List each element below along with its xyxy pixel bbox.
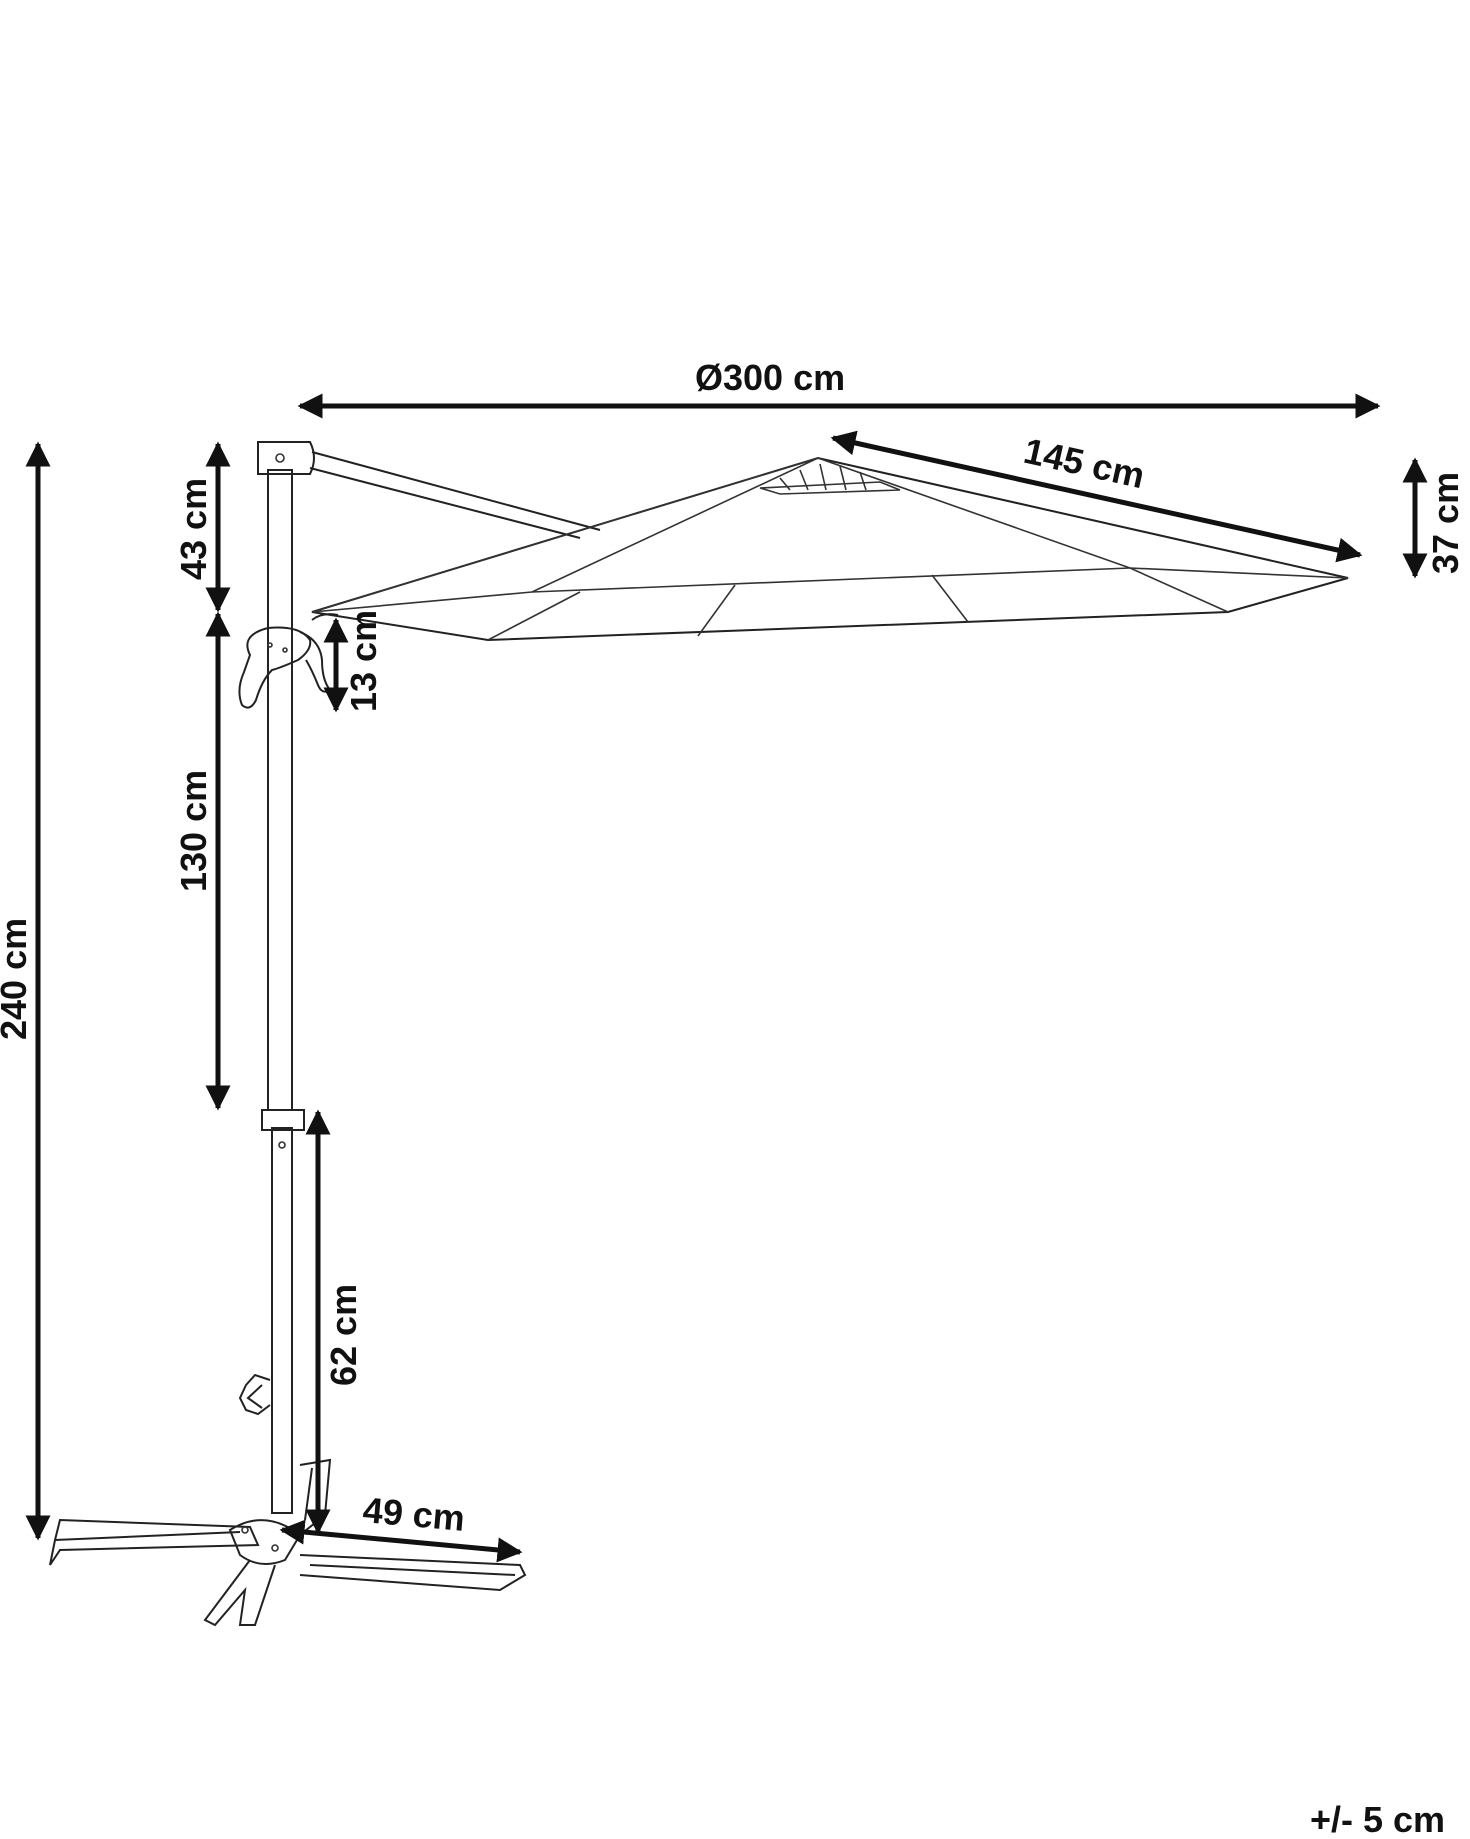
label-crank-size: 13 cm [343,610,384,712]
label-upper-pole: 130 cm [173,770,214,892]
dimension-lines [25,393,1428,1563]
label-base-width: 49 cm [361,1489,466,1539]
label-clearance: 43 cm [173,478,214,580]
label-canopy-height: 37 cm [1425,472,1466,574]
canopy [311,456,1349,642]
label-total-height: 240 cm [0,918,34,1040]
rib-arrow [830,430,1363,563]
lower-pole [238,1109,305,1514]
label-tolerance: +/- 5 cm [1310,1799,1445,1839]
base-arrow [279,1519,523,1563]
upper-pole [257,441,315,1111]
support-arm [309,451,601,539]
crank-handle [238,613,339,709]
label-lower-pole: 62 cm [323,1284,364,1386]
label-diameter: Ø300 cm [695,357,845,398]
cross-base [49,1458,527,1627]
